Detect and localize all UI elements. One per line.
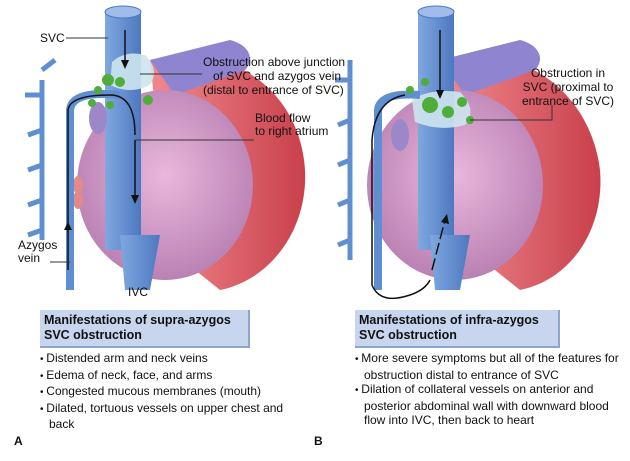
label-obstruction-a-3: (distal to entrance of SVC) [203, 83, 344, 97]
bullet-item: Edema of neck, face, and arms [40, 368, 285, 385]
label-obstruction-b-3: entrance of SVC) [521, 94, 615, 108]
infra-azygos-title-box: Manifestations of infra-azygos SVC obstr… [355, 310, 560, 348]
label-blood-flow-1: Blood flow [255, 111, 311, 125]
label-blood-flow-2: to right atrium [255, 124, 329, 138]
supra-azygos-title-box: Manifestations of supra-azygos SVC obstr… [40, 310, 250, 348]
panel-letter-b: B [314, 434, 323, 448]
bullet-item: Dilated, tortuous vessels on upper chest… [40, 401, 285, 432]
box-title-line: SVC obstruction [44, 328, 142, 342]
panel-letter-a: A [14, 434, 23, 448]
label-azygos-2: vein [18, 251, 41, 265]
label-obstruction-b-2: SVC (proximal to [522, 80, 614, 94]
supra-azygos-bullets: Distended arm and neck veins Edema of ne… [40, 351, 285, 432]
bullet-item: More severe symptoms but all of the feat… [355, 351, 630, 382]
bullet-item: Congested mucous membranes (mouth) [40, 384, 285, 401]
heart-b [335, 5, 601, 300]
label-obstruction-a-2: of SVC and azygos vein [213, 69, 342, 83]
bullet-item: Dilation of collateral vessels on anteri… [355, 382, 630, 428]
bullet-item: Distended arm and neck veins [40, 351, 285, 368]
label-obstruction-a-1: Obstruction above junction [203, 55, 346, 69]
label-azygos-1: Azygos [18, 238, 58, 252]
box-title-line: Manifestations of infra-azygos [359, 313, 539, 327]
label-obstruction-b-1: Obstruction in [530, 66, 606, 80]
box-title-line: SVC obstruction [359, 328, 457, 342]
heart-a [25, 5, 306, 291]
label-svc: SVC [40, 31, 65, 45]
infra-azygos-bullets: More severe symptoms but all of the feat… [355, 351, 630, 428]
box-title-line: Manifestations of supra-azygos [44, 313, 231, 327]
label-ivc: IVC [128, 285, 149, 299]
